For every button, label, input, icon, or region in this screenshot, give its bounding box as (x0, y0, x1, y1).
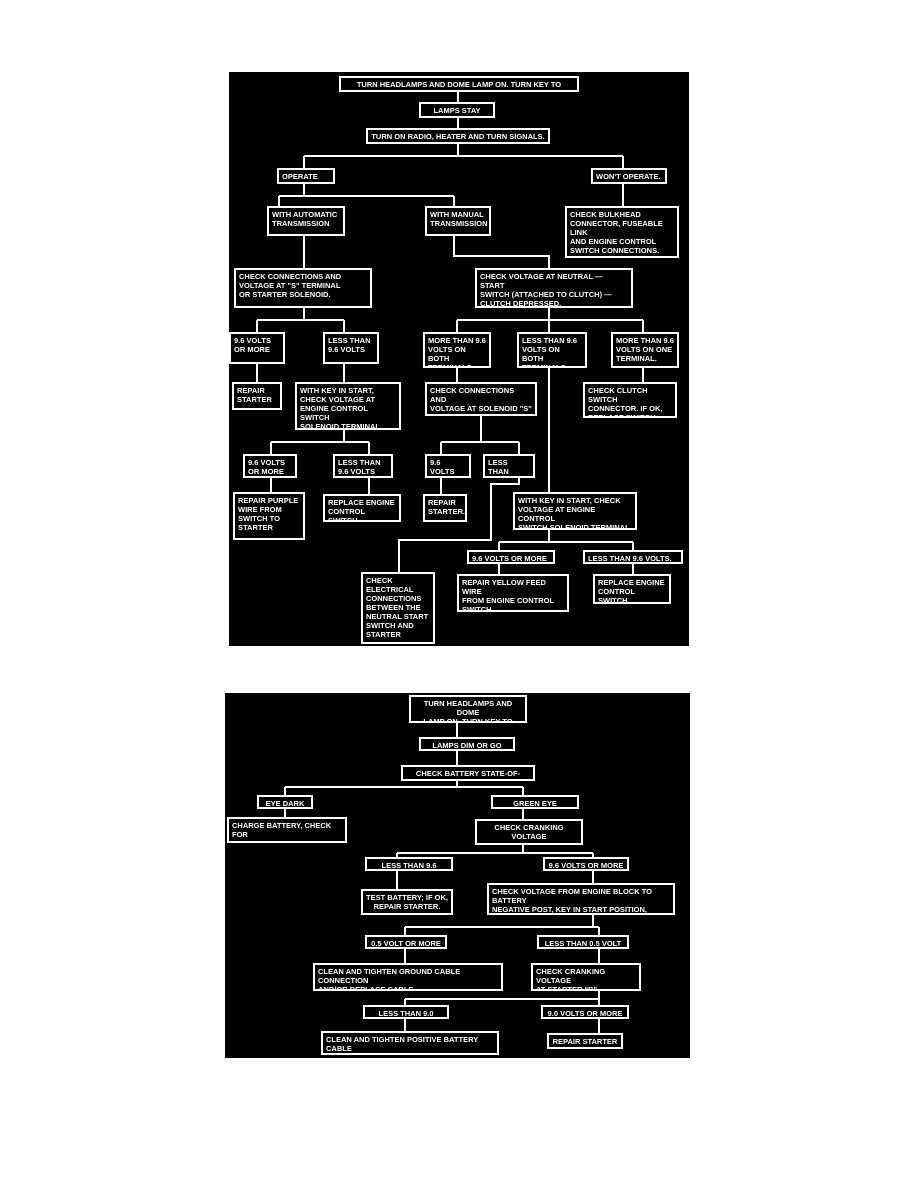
result-eye-dark: EYE DARK (257, 795, 313, 809)
result-green-eye-showing: GREEN EYE SHOWING (491, 795, 579, 809)
result-less-than-9-6-volts-2: LESS THAN 9.6 VOLTS (333, 454, 393, 478)
connector-lines (256, 92, 644, 574)
result-lamps-stay-bright: LAMPS STAY BRIGHT. (419, 102, 495, 118)
step-check-solenoid-s-terminal: CHECK CONNECTIONS AND VOLTAGE AT SOLENOI… (425, 382, 537, 416)
result-less-than-0-5-volt: LESS THAN 0.5 VOLT (537, 935, 629, 949)
action-test-battery: TEST BATTERY; IF OK, REPAIR STARTER. (361, 889, 453, 915)
step-check-cranking-voltage-starter: CHECK CRANKING VOLTAGE AT STARTER "B" TE… (531, 963, 641, 991)
connector-lines-2 (284, 723, 600, 1033)
action-check-electrical-connections: CHECK ELECTRICAL CONNECTIONS BETWEEN THE… (361, 572, 435, 644)
result-lamps-dim-or-go-out: LAMPS DIM OR GO OUT (419, 737, 515, 751)
step-check-cranking-voltage-battery: CHECK CRANKING VOLTAGE AT BATTERY POSTS (475, 819, 583, 845)
result-more-than-9-6-one-terminal: MORE THAN 9.6 VOLTS ON ONE TERMINAL. (611, 332, 679, 368)
result-9-6-volts-or-more-b: 9.6 VOLTS OR MORE (543, 857, 629, 871)
step-turn-on-radio-heater: TURN ON RADIO, HEATER AND TURN SIGNALS. (366, 128, 550, 144)
result-9-6-volts-or-more-3: 9.6 VOLTS OR MORE (425, 454, 471, 478)
result-less-than-9-0-volts: LESS THAN 9.0 VOLTS (363, 1005, 449, 1019)
step-turn-headlamps-on: TURN HEADLAMPS AND DOME LAMP ON. TURN KE… (339, 76, 579, 92)
result-more-than-9-6-both-terminals: MORE THAN 9.6 VOLTS ON BOTH TERMINALS (423, 332, 491, 368)
result-9-6-volts-or-more: 9.6 VOLTS OR MORE (229, 332, 285, 364)
step-check-bulkhead-connector: CHECK BULKHEAD CONNECTOR, FUSEABLE LINK … (565, 206, 679, 258)
result-0-5-volt-or-more: 0.5 VOLT OR MORE (365, 935, 447, 949)
result-9-6-volts-or-more-4: 9.6 VOLTS OR MORE (467, 550, 555, 564)
action-repair-starter-1: REPAIR STARTER (232, 382, 282, 410)
step-turn-headlamps-on-2: TURN HEADLAMPS AND DOME LAMP ON. TURN KE… (409, 695, 527, 723)
action-replace-engine-control-switch-1: REPLACE ENGINE CONTROL SWITCH. (323, 494, 401, 522)
action-clean-ground-cable: CLEAN AND TIGHTEN GROUND CABLE CONNECTIO… (313, 963, 503, 991)
action-replace-engine-control-switch-2: REPLACE ENGINE CONTROL SWITCH. (593, 574, 671, 604)
branch-automatic-transmission: WITH AUTOMATIC TRANSMISSION (267, 206, 345, 236)
step-check-engine-control-switch: WITH KEY IN START, CHECK VOLTAGE AT ENGI… (295, 382, 401, 430)
result-less-than-9-6-volts: LESS THAN 9.6 VOLTS (323, 332, 379, 364)
step-check-engine-block-voltage: CHECK VOLTAGE FROM ENGINE BLOCK TO BATTE… (487, 883, 675, 915)
branch-manual-transmission: WITH MANUAL TRANSMISSION (425, 206, 491, 236)
action-repair-purple-wire: REPAIR PURPLE WIRE FROM SWITCH TO STARTE… (233, 492, 305, 540)
result-9-0-volts-or-more: 9.0 VOLTS OR MORE (541, 1005, 629, 1019)
action-repair-starter-2: REPAIR STARTER. (423, 494, 467, 522)
result-wont-operate: WON'T OPERATE. (591, 168, 667, 184)
result-less-than-9-6-volts-4: LESS THAN 9.6 VOLTS. (583, 550, 683, 564)
flowchart-lamps-stay-bright: TURN HEADLAMPS AND DOME LAMP ON. TURN KE… (229, 72, 689, 646)
result-less-than-9-6-both-terminals: LESS THAN 9.6 VOLTS ON BOTH TERMINALS (517, 332, 587, 368)
step-check-neutral-start-switch: CHECK VOLTAGE AT NEUTRAL — START SWITCH … (475, 268, 633, 308)
action-repair-yellow-feed-wire: REPAIR YELLOW FEED WIRE FROM ENGINE CONT… (457, 574, 569, 612)
action-clean-positive-battery-cable: CLEAN AND TIGHTEN POSITIVE BATTERY CABLE… (321, 1031, 499, 1055)
step-check-battery-state-of-charge: CHECK BATTERY STATE-OF-CHARGE (401, 765, 535, 781)
action-repair-starter-3: REPAIR STARTER (547, 1033, 623, 1049)
flowchart-lamps-dim-or-go-out: TURN HEADLAMPS AND DOME LAMP ON. TURN KE… (225, 693, 690, 1058)
action-charge-battery: CHARGE BATTERY, CHECK FOR DRAIN, AND CHE… (227, 817, 347, 843)
result-less-than-9-6-volts-b: LESS THAN 9.6 VOLTS (365, 857, 453, 871)
step-check-control-switch-solenoid: WITH KEY IN START, CHECK VOLTAGE AT ENGI… (513, 492, 637, 530)
result-operate-ok: OPERATE OK (277, 168, 335, 184)
step-check-s-terminal: CHECK CONNECTIONS AND VOLTAGE AT "S" TER… (234, 268, 372, 308)
result-less-than-9-6-volts-3: LESS THAN 9.6 VOLTS (483, 454, 535, 478)
result-9-6-volts-or-more-2: 9.6 VOLTS OR MORE (243, 454, 297, 478)
action-check-clutch-switch: CHECK CLUTCH SWITCH CONNECTOR. IF OK, RE… (583, 382, 677, 418)
